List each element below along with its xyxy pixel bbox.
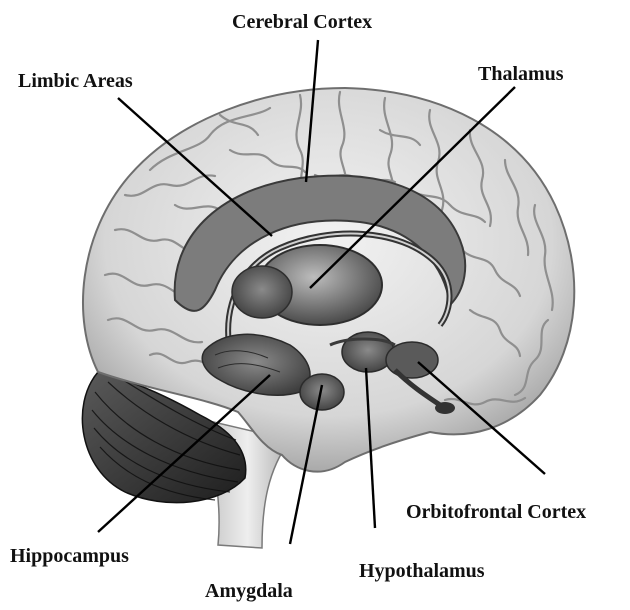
label-amygdala: Amygdala xyxy=(205,581,293,601)
label-hypothalamus: Hypothalamus xyxy=(359,561,485,581)
label-hippocampus: Hippocampus xyxy=(10,546,129,566)
label-thalamus: Thalamus xyxy=(478,64,564,84)
olfactory-bulb xyxy=(435,402,455,414)
caudate xyxy=(232,266,292,318)
amygdala-body xyxy=(300,374,344,410)
label-cerebral-cortex: Cerebral Cortex xyxy=(232,12,372,32)
label-limbic-areas: Limbic Areas xyxy=(18,71,133,91)
label-orbitofrontal-cortex: Orbitofrontal Cortex xyxy=(406,502,586,522)
